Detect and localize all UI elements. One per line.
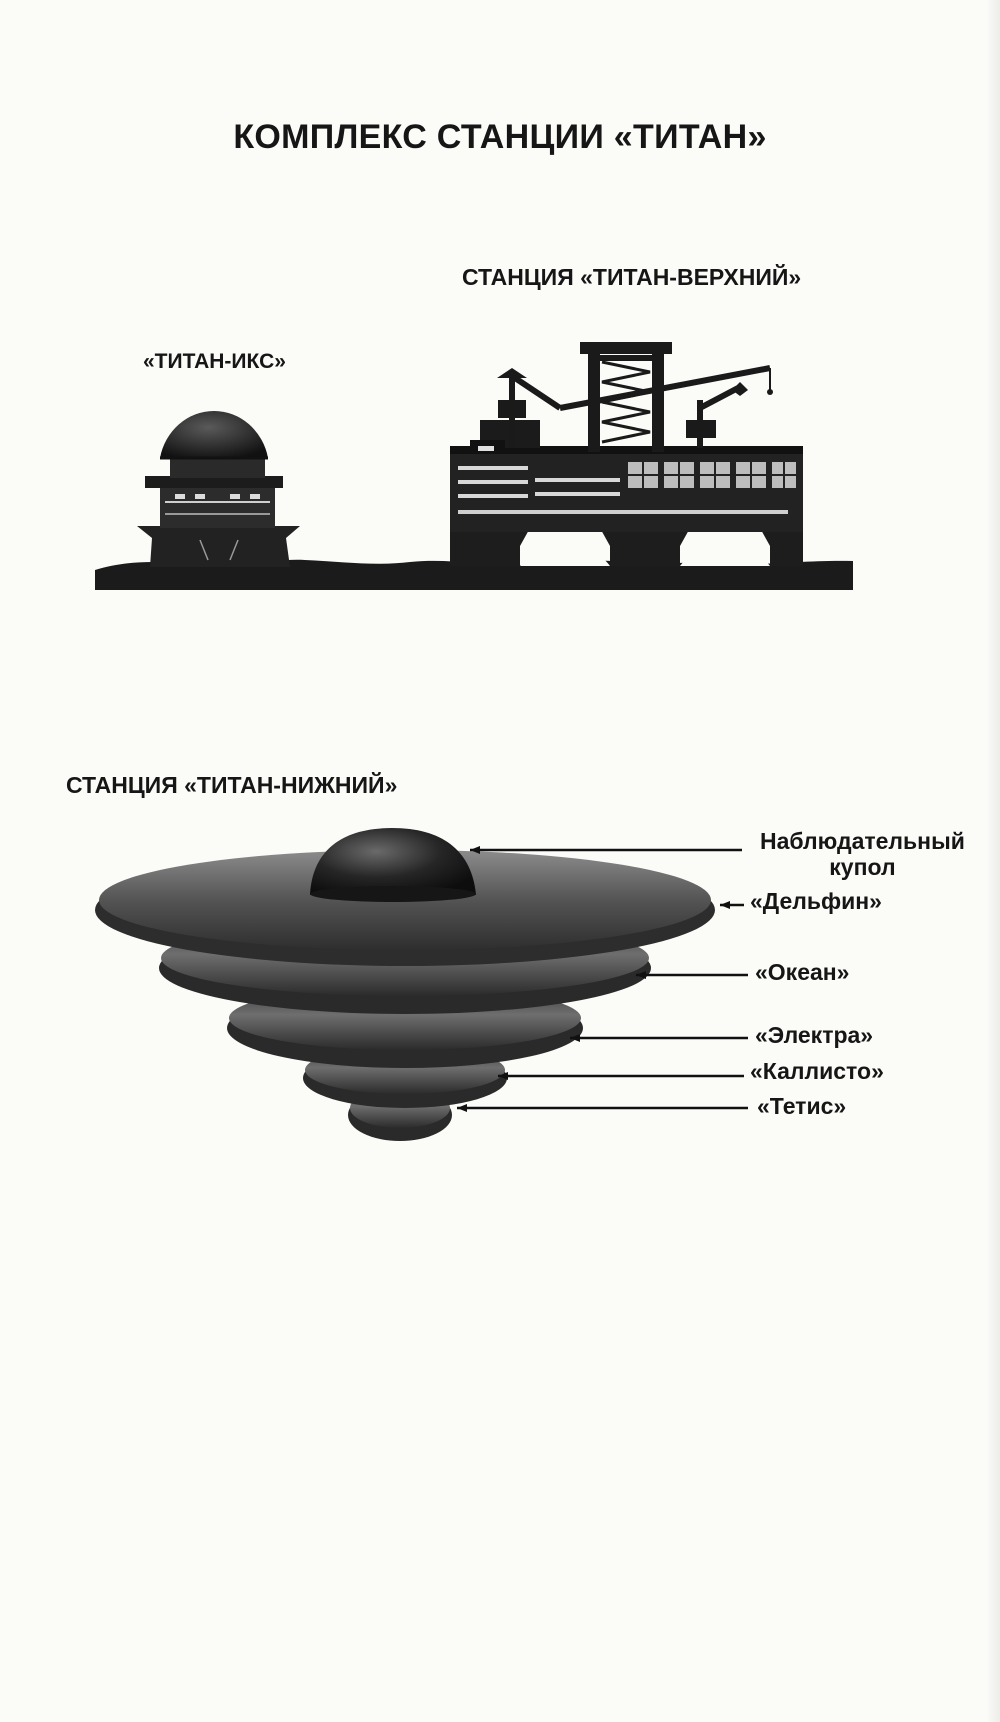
okean-arrow-icon	[636, 971, 646, 979]
dome-arrow-icon	[470, 846, 480, 854]
sea-surface	[95, 559, 853, 590]
lower-station-label: СТАНЦИЯ «ТИТАН-НИЖНИЙ»	[66, 772, 398, 798]
titan-lower-station	[95, 828, 715, 1141]
delfin-callout: «Дельфин»	[750, 888, 882, 914]
elektra-arrow-icon	[570, 1034, 580, 1042]
titan-x-label: «ТИТАН-ИКС»	[143, 350, 286, 373]
delfin-arrow-icon	[720, 901, 730, 909]
titan-x-ship	[137, 411, 300, 567]
dome-callout: Наблюдательный купол	[760, 828, 965, 880]
tetis-callout: «Тетис»	[757, 1093, 847, 1119]
dome-callout-line1: Наблюдательный	[760, 828, 965, 854]
page-edge-shadow	[986, 0, 1000, 1722]
kallisto-callout: «Каллисто»	[750, 1058, 884, 1084]
elektra-callout: «Электра»	[755, 1022, 874, 1048]
upper-station-label: СТАНЦИЯ «ТИТАН-ВЕРХНИЙ»	[462, 264, 802, 290]
kallisto-arrow-icon	[498, 1072, 508, 1080]
okean-callout: «Океан»	[755, 959, 850, 985]
tetis-arrow-icon	[457, 1104, 467, 1112]
dome-callout-line2: купол	[829, 854, 896, 880]
titan-upper-platform	[450, 342, 803, 566]
page-title: КОМПЛЕКС СТАНЦИИ «ТИТАН»	[233, 118, 767, 156]
